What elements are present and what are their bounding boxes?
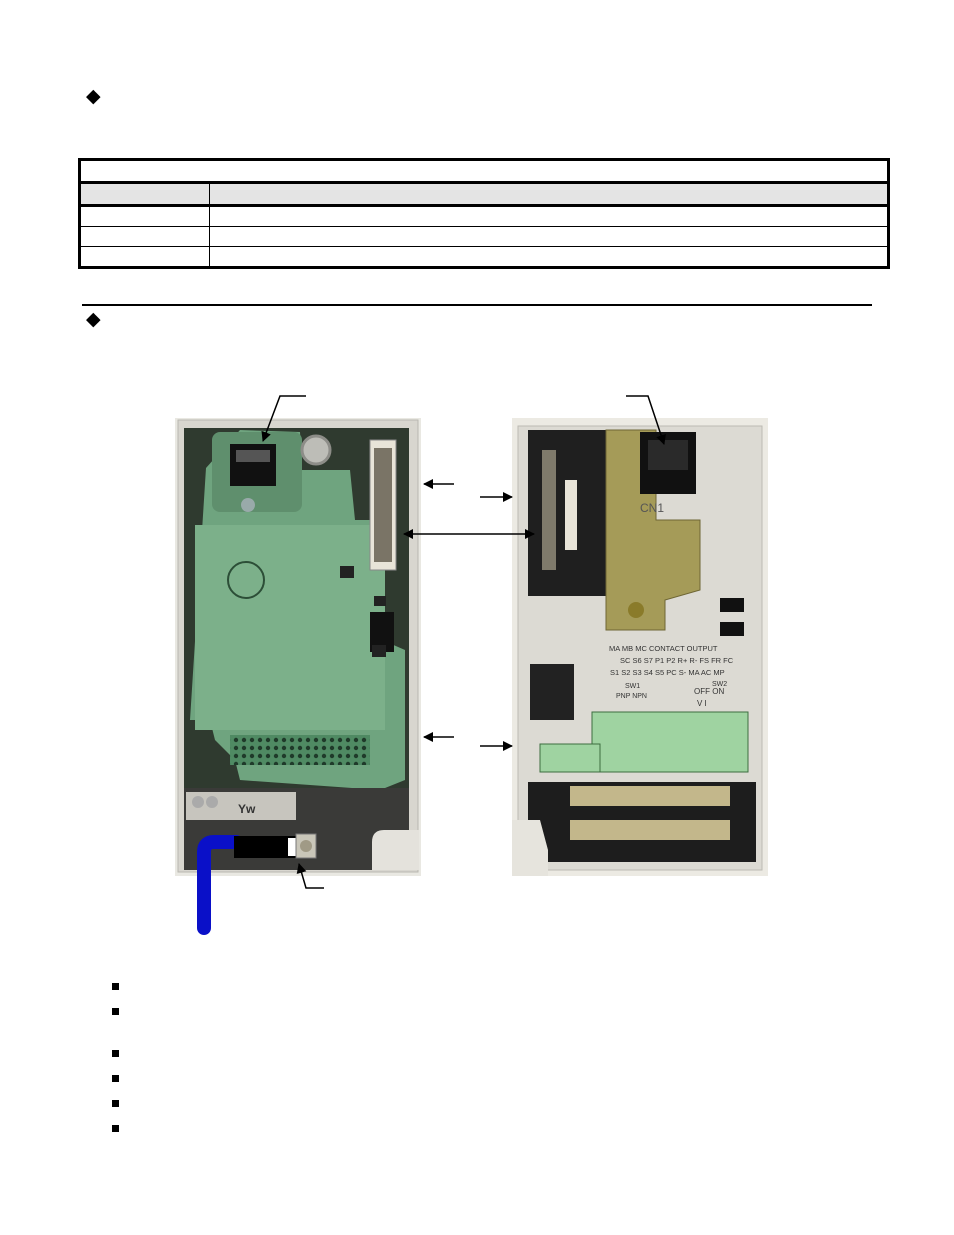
square-bullet-icon	[112, 1050, 119, 1058]
sw2-label: SW2	[712, 681, 727, 688]
table-cell	[209, 205, 889, 227]
list-item	[112, 978, 852, 993]
installation-figure: Yw CN1 MA MB MC CONTACT OUTPUT SC S6 S7 …	[175, 395, 768, 935]
terminal-legend-row2: S1 S2 S3 S4 S5 PC S- MA AC MP	[610, 668, 725, 677]
square-bullet-icon	[112, 1008, 119, 1016]
left-photo: Yw	[175, 418, 421, 935]
table-cell	[209, 226, 889, 247]
diamond-icon: ◆	[86, 308, 101, 330]
square-bullet-icon	[112, 1075, 119, 1083]
table-title	[79, 159, 889, 184]
table-cell	[79, 226, 210, 247]
list-item	[112, 1070, 852, 1085]
terminal-legend-top: MA MB MC CONTACT OUTPUT	[609, 644, 718, 653]
table-cell	[209, 246, 889, 268]
square-bullet-icon	[112, 983, 119, 991]
sw2-options: OFF ON	[694, 687, 724, 696]
sw2-options-2: V I	[697, 699, 707, 708]
list-item	[112, 1045, 852, 1060]
section-divider	[82, 304, 872, 306]
table-cell	[79, 246, 210, 268]
square-bullet-icon	[112, 1100, 119, 1108]
table-header	[79, 182, 210, 207]
sw1-label: SW1	[625, 683, 640, 690]
sw1-options: PNP NPN	[616, 693, 647, 700]
kit-table	[78, 158, 890, 269]
square-bullet-icon	[112, 1125, 119, 1133]
annotation-arrows	[261, 395, 666, 889]
table-cell	[79, 205, 210, 227]
diamond-icon: ◆	[86, 85, 101, 107]
right-photo: CN1 MA MB MC CONTACT OUTPUT SC S6 S7 P1 …	[512, 418, 768, 876]
list-item	[112, 1095, 852, 1110]
list-item	[112, 1003, 852, 1018]
table-header	[209, 182, 889, 207]
cn1-label: CN1	[640, 501, 664, 515]
terminal-legend-row1: SC S6 S7 P1 P2 R+ R- FS FR FC	[620, 656, 734, 665]
list-item	[112, 1120, 852, 1135]
card-marking: Yw	[238, 802, 256, 816]
shield-cable	[197, 835, 243, 935]
